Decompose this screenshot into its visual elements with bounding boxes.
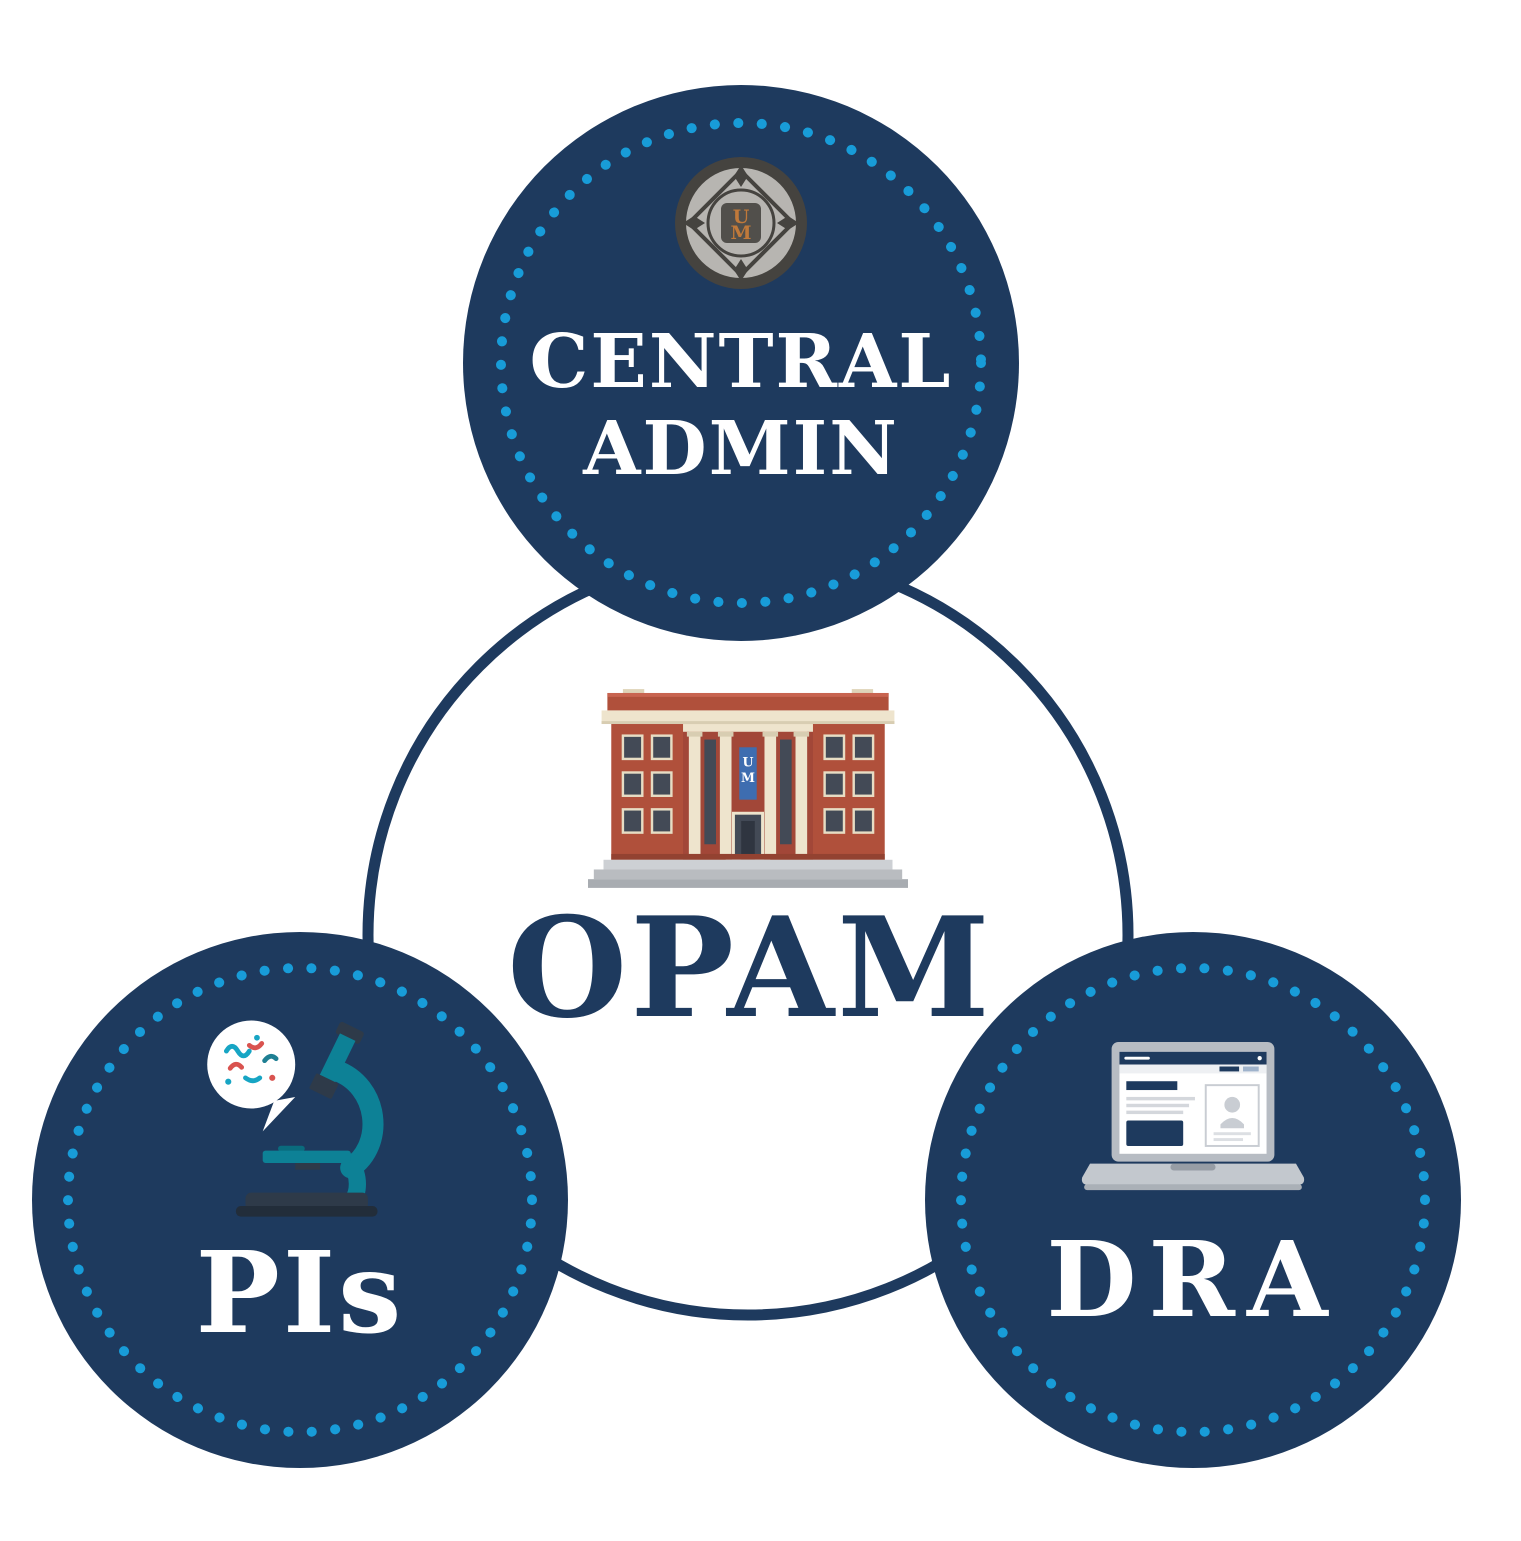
um-banner: U M — [739, 747, 757, 800]
microscope-icon — [190, 1004, 410, 1234]
microscope-body — [235, 1021, 384, 1217]
circle-background — [463, 85, 1019, 641]
node-central-admin: U M CENTRAL ADMIN — [463, 85, 1019, 641]
laptop-base — [1081, 1163, 1305, 1191]
seal-monogram-top: U — [733, 206, 750, 228]
university-building-icon: U M — [588, 686, 908, 891]
node-label: PIs — [195, 1228, 405, 1359]
node-label: DRA — [1046, 1218, 1340, 1341]
university-seal-icon: U M — [671, 153, 811, 293]
circle-background — [925, 932, 1461, 1468]
node-label: CENTRAL ADMIN — [529, 319, 953, 492]
dotted-border — [956, 963, 1430, 1437]
node-dra: DRA — [925, 932, 1461, 1468]
id-card — [1204, 1084, 1260, 1147]
dotted-border — [63, 963, 537, 1437]
dotted-border — [496, 118, 986, 608]
center-label: OPAM — [507, 886, 993, 1049]
seal-monogram-bottom: M — [730, 222, 751, 244]
laptop-screen — [1111, 1042, 1275, 1162]
node-pis: PIs — [32, 932, 568, 1468]
laptop-icon — [1080, 1042, 1306, 1194]
svg-text:M: M — [741, 770, 755, 785]
svg-text:U: U — [743, 755, 754, 770]
microbes-speech-bubble — [207, 1020, 296, 1132]
